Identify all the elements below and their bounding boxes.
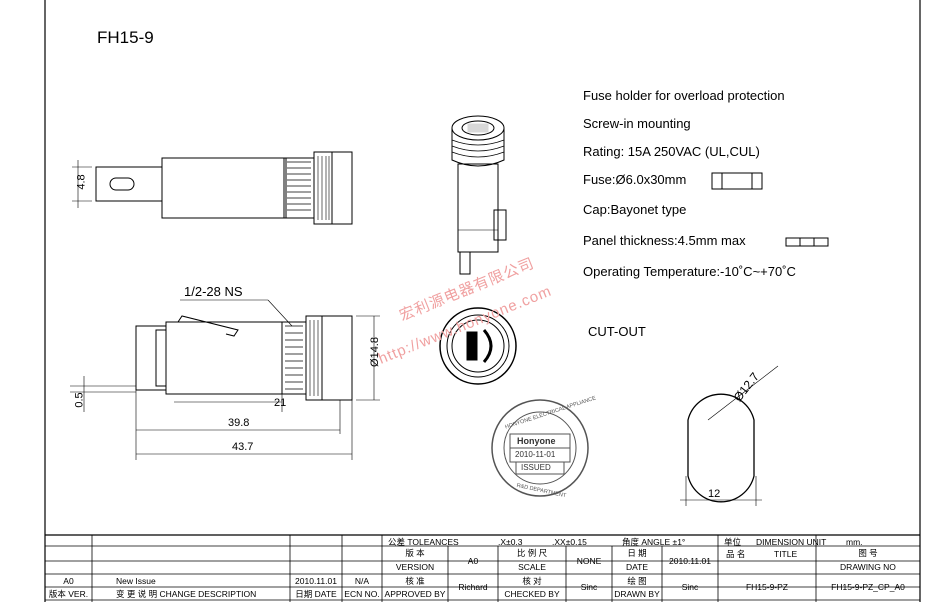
- tb-approved-cn: 核 准: [405, 576, 425, 586]
- tb-title-cn: 品 名: [726, 549, 746, 559]
- front-view: [439, 307, 517, 385]
- tb-unit-label: DIMENSION UNIT: [756, 537, 827, 547]
- tb-scale-cn: 比 例 尺: [516, 548, 548, 558]
- side-view-bottom: [70, 299, 380, 460]
- dim-21: 21: [274, 397, 287, 409]
- tb-date-cn: 日 期: [627, 548, 647, 558]
- cutout-view: [680, 365, 779, 506]
- tb-drawn-cn: 绘 图: [627, 576, 647, 586]
- tb-drawing-no-value: FH15-9-PZ_CP_A0: [831, 582, 905, 592]
- part-number-title: FH15-9: [97, 28, 154, 47]
- tb-tolerances: 公差 TOLEANCES: [388, 537, 459, 547]
- tb-hdr-desc: 变 更 说 明 CHANGE DESCRIPTION: [116, 589, 257, 599]
- tb-date-value: 2010.11.01: [669, 556, 711, 566]
- tb-checked-cn: 核 对: [522, 576, 542, 586]
- dim-39-8: 39.8: [228, 417, 250, 429]
- tb-rev-ecn: N/A: [354, 576, 370, 586]
- dim-cutout-flat: 12: [708, 488, 721, 500]
- tb-version-value: A0: [467, 556, 479, 566]
- tb-approved-en: APPROVED BY: [384, 589, 446, 599]
- tb-hdr-ver: 版本 VER.: [48, 589, 89, 599]
- spec-line-5: Cap:Bayonet type: [583, 202, 687, 217]
- tb-scale-en: SCALE: [518, 562, 546, 572]
- tb-angle: 角度 ANGLE ±1°: [622, 537, 686, 547]
- title-block-grid: [45, 535, 920, 602]
- tb-drawn-en: DRAWN BY: [614, 589, 660, 599]
- tb-drawing-no-en: DRAWING NO: [840, 562, 896, 572]
- stamp-date: 2010-11-01: [515, 450, 556, 459]
- tb-title-value: FH15-9-PZ: [745, 582, 789, 592]
- dim-43-7: 43.7: [232, 441, 254, 453]
- fuse-icon: [711, 172, 763, 190]
- stamp-brand: Honyone: [517, 436, 556, 446]
- tb-rev-date: 2010.11.01: [295, 576, 337, 586]
- tb-unit-value: mm.: [846, 537, 863, 547]
- tb-drawn-value: Sinc: [681, 582, 699, 592]
- tb-version-en: VERSION: [395, 562, 435, 572]
- spec-line-6: Panel thickness:4.5mm max: [583, 233, 746, 248]
- dim-thread: 1/2-28 NS: [184, 284, 243, 299]
- tb-checked-en: CHECKED BY: [504, 589, 560, 599]
- side-view-top: [72, 151, 353, 225]
- tb-hdr-date: 日期 DATE: [295, 589, 337, 599]
- tb-checked-value: Sinc: [580, 582, 598, 592]
- spec-line-1: Fuse holder for overload protection: [583, 88, 785, 103]
- isometric-view: [451, 115, 507, 275]
- tb-version-cn: 版 本: [405, 548, 425, 558]
- tb-rev-ver: A0: [63, 576, 74, 586]
- tb-tol-xx: .XX±0.15: [552, 537, 587, 547]
- tb-rev-desc: New Issue: [116, 576, 156, 586]
- tb-date-en: DATE: [625, 562, 649, 572]
- dim-4-8: 4.8: [75, 174, 88, 190]
- cutout-label: CUT-OUT: [588, 324, 646, 339]
- issue-stamp: [491, 399, 589, 497]
- tb-tol-x: .X±0.3: [498, 537, 523, 547]
- spec-line-2: Screw-in mounting: [583, 116, 691, 131]
- tb-drawing-no-cn: 图 号: [858, 548, 878, 558]
- tb-title-en: TITLE: [774, 549, 798, 559]
- stamp-status: ISSUED: [521, 463, 551, 472]
- dim-0-5: 0.5: [73, 392, 86, 408]
- tb-unit-cn: 单位: [724, 537, 742, 547]
- tb-approved-value: Richard: [458, 582, 488, 592]
- spec-line-3: Rating: 15A 250VAC (UL,CUL): [583, 144, 760, 159]
- tb-scale-value: NONE: [576, 556, 602, 566]
- spec-line-7: Operating Temperature:-10˚C~+70˚C: [583, 264, 796, 279]
- spec-line-4: Fuse:Ø6.0x30mm: [583, 172, 687, 187]
- tb-hdr-ecn: ECN NO.: [344, 589, 380, 599]
